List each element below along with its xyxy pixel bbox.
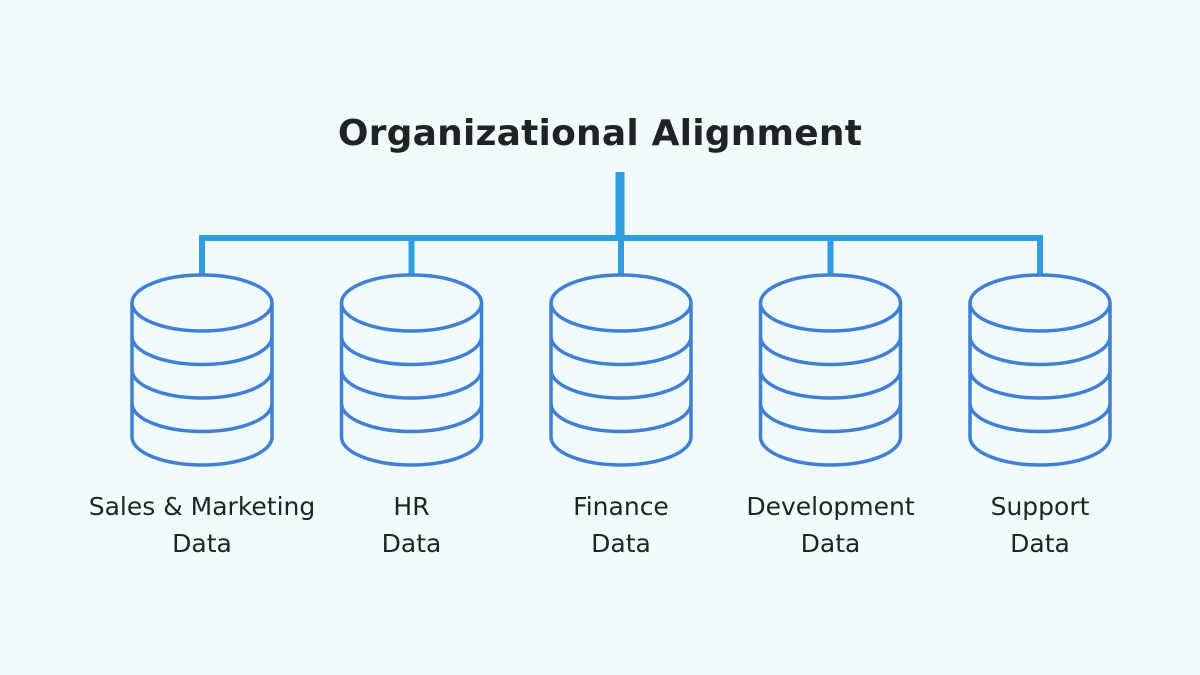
database-band bbox=[758, 403, 903, 434]
database-body bbox=[549, 303, 693, 467]
database-band bbox=[339, 369, 484, 400]
database-band bbox=[130, 369, 274, 400]
database-band bbox=[130, 336, 274, 367]
database-label-line1: Finance bbox=[573, 492, 669, 521]
database-icon bbox=[758, 273, 903, 467]
database-label: HR Data bbox=[282, 488, 542, 562]
database-band bbox=[549, 369, 693, 400]
database-band bbox=[968, 403, 1112, 434]
database-band bbox=[549, 403, 693, 434]
database-band bbox=[968, 369, 1112, 400]
diagram-title: Organizational Alignment bbox=[337, 113, 863, 154]
database-band bbox=[549, 336, 693, 367]
database-band bbox=[758, 369, 903, 400]
database-icon bbox=[549, 273, 693, 467]
database-label-line1: Sales & Marketing bbox=[88, 492, 316, 521]
database-icon bbox=[968, 273, 1112, 467]
database-label-line1: HR bbox=[393, 492, 430, 521]
database-icon bbox=[130, 273, 274, 467]
database-band bbox=[758, 336, 903, 367]
database-group bbox=[130, 273, 1112, 467]
database-band bbox=[130, 403, 274, 434]
database-icon bbox=[339, 273, 484, 467]
database-top bbox=[968, 273, 1112, 333]
database-label-line2: Data bbox=[800, 529, 861, 558]
database-label-line1: Development bbox=[746, 492, 915, 521]
database-body bbox=[339, 303, 484, 467]
database-body bbox=[130, 303, 274, 467]
database-body bbox=[968, 303, 1112, 467]
database-label-line1: Support bbox=[990, 492, 1090, 521]
database-band bbox=[339, 403, 484, 434]
database-label-line2: Data bbox=[381, 529, 442, 558]
database-band bbox=[339, 336, 484, 367]
database-body bbox=[758, 303, 903, 467]
database-label-line2: Data bbox=[172, 529, 232, 558]
database-band bbox=[968, 336, 1112, 367]
database-top bbox=[758, 273, 903, 333]
database-top bbox=[549, 273, 693, 333]
database-label-line2: Data bbox=[591, 529, 651, 558]
database-label-line2: Data bbox=[1010, 529, 1070, 558]
database-top bbox=[130, 273, 274, 333]
database-top bbox=[339, 273, 484, 333]
